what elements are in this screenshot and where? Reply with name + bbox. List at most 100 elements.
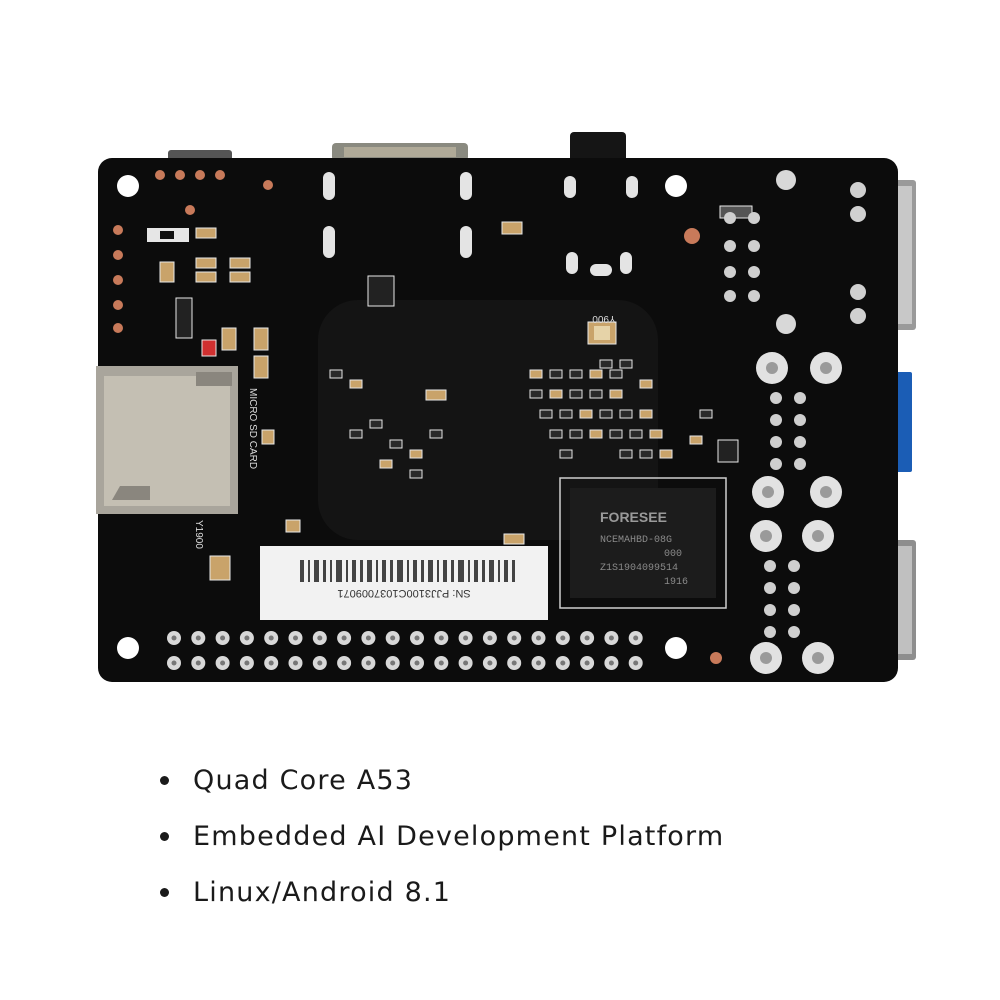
gpio-pin-hole — [438, 660, 444, 666]
smd-part — [589, 369, 603, 379]
gpio-pin-hole — [244, 660, 250, 666]
sd-card-silkscreen: MICRO SD CARD — [247, 388, 258, 469]
smd-part — [599, 409, 613, 419]
emmc-code: 000 — [664, 549, 682, 560]
smd-part — [699, 409, 713, 419]
via-hole — [764, 560, 776, 572]
gpio-pin-hole — [560, 635, 566, 641]
micro-sd-slot — [96, 366, 238, 514]
smd-part — [329, 369, 343, 379]
via-hole — [748, 212, 760, 224]
smd-part — [569, 369, 583, 379]
smd-components — [147, 205, 753, 581]
gpio-pin-hole — [584, 635, 590, 641]
left-pads — [113, 170, 273, 333]
gpio-pin-hole — [414, 635, 420, 641]
emmc-chip: FORESEE NCEMAHBD-08G 000 Z1S1904099514 1… — [559, 477, 727, 609]
via-hole — [764, 604, 776, 616]
gpio-pin-hole — [171, 635, 177, 641]
gpio-pin-hole — [195, 635, 201, 641]
gpio-pin-hole — [317, 635, 323, 641]
smd-part — [619, 449, 633, 459]
feature-text: Embedded AI Development Platform — [193, 820, 725, 852]
feature-item: Linux/Android 8.1 — [160, 864, 724, 920]
smd-part — [619, 359, 633, 369]
emmc-serial: Z1S1904099514 — [600, 563, 678, 574]
gpio-pin-hole — [487, 660, 493, 666]
via-hole — [770, 392, 782, 404]
gpio-pin-hole — [390, 635, 396, 641]
gpio-pin-hole — [268, 660, 274, 666]
gpio-pin-hole — [293, 660, 298, 666]
smd-part — [609, 389, 623, 399]
gpio-pin-hole — [268, 635, 274, 641]
smd-part — [619, 409, 633, 419]
smd-part — [369, 419, 383, 429]
smd-part — [649, 429, 663, 439]
gpio-pin-hole — [511, 635, 517, 641]
via-hole — [788, 604, 800, 616]
smd-part — [549, 369, 563, 379]
smd-part — [639, 379, 653, 389]
gpio-pin-hole — [317, 660, 323, 666]
serial-label: SN: PJJ3100C1037009071 — [260, 546, 548, 620]
gpio-pin-hole — [365, 635, 371, 641]
large-pads — [684, 170, 866, 674]
gpio-pin-hole — [463, 635, 469, 641]
via-hole — [794, 392, 806, 404]
smd-part — [549, 429, 563, 439]
gpio-pin-hole — [511, 660, 517, 666]
emmc-part: NCEMAHBD-08G — [600, 535, 672, 546]
soc-shadow — [318, 300, 658, 540]
smd-part — [559, 409, 573, 419]
gpio-pin-hole — [608, 660, 614, 666]
via-hole — [788, 560, 800, 572]
gpio-pin-hole — [608, 635, 614, 641]
smd-part — [409, 469, 423, 479]
gpio-pin-hole — [220, 635, 226, 641]
gpio-pin-hole — [220, 660, 226, 666]
feature-text: Linux/Android 8.1 — [193, 876, 452, 908]
smd-part — [539, 409, 553, 419]
gpio-pin-hole — [293, 635, 298, 641]
via-hole — [794, 436, 806, 448]
via-hole — [748, 290, 760, 302]
gpio-pin-hole — [560, 660, 566, 666]
gpio-pin-hole — [536, 635, 541, 641]
via-hole — [748, 266, 760, 278]
gpio-pin-hole — [414, 660, 420, 666]
crystal-side-silkscreen: Y1900 — [193, 520, 204, 549]
connector-slots — [323, 172, 638, 276]
gpio-pin-hole — [487, 635, 493, 641]
component-cluster — [329, 359, 713, 479]
smd-part — [379, 459, 393, 469]
smd-part — [629, 429, 643, 439]
feature-text: Quad Core A53 — [193, 764, 414, 796]
via-hole — [770, 414, 782, 426]
gpio-pin-hole — [341, 635, 347, 641]
smd-part — [569, 389, 583, 399]
via-hole — [764, 626, 776, 638]
smd-part — [529, 369, 543, 379]
gpio-pin-hole — [633, 635, 639, 641]
gpio-pin-hole — [536, 660, 541, 666]
gpio-pin-hole — [365, 660, 371, 666]
right-edge-holes — [724, 212, 806, 638]
gpio-pin-hole — [341, 660, 347, 666]
smd-part — [639, 409, 653, 419]
gpio-pin-hole — [438, 635, 444, 641]
via-hole — [724, 212, 736, 224]
mounting-holes — [117, 175, 687, 659]
via-hole — [794, 414, 806, 426]
smd-part — [659, 449, 673, 459]
smd-part — [549, 389, 563, 399]
smd-part — [579, 409, 593, 419]
smd-part — [609, 429, 623, 439]
gpio-pin-hole — [171, 660, 177, 666]
via-hole — [770, 436, 782, 448]
gpio-pin-hole — [584, 660, 590, 666]
bullet-icon — [160, 887, 169, 897]
gpio-pin-hole — [463, 660, 469, 666]
bullet-icon — [160, 775, 169, 785]
serial-number-text: SN: PJJ3100C1037009071 — [337, 587, 470, 599]
